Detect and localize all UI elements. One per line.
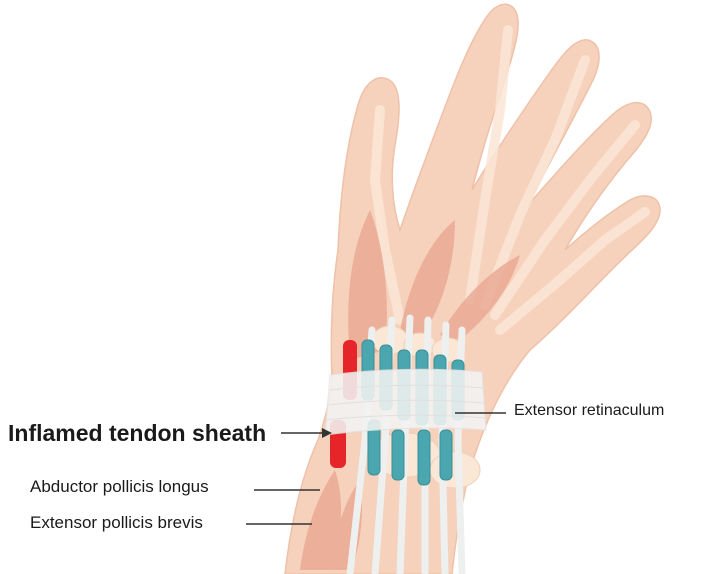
inflamed-tendon-sheath-label: Inflamed tendon sheath xyxy=(8,420,267,446)
retinaculum-band xyxy=(324,368,487,436)
abductor-pollicis-longus-label: Abductor pollicis longus xyxy=(30,477,209,496)
leader-lines xyxy=(246,412,506,525)
leader-inflamed-arrow xyxy=(322,428,332,438)
finger-bones xyxy=(369,25,650,335)
extensor-retinaculum-label: Extensor retinaculum xyxy=(514,402,665,419)
extensor-pollicis-brevis-label: Extensor pollicis brevis xyxy=(30,513,203,532)
